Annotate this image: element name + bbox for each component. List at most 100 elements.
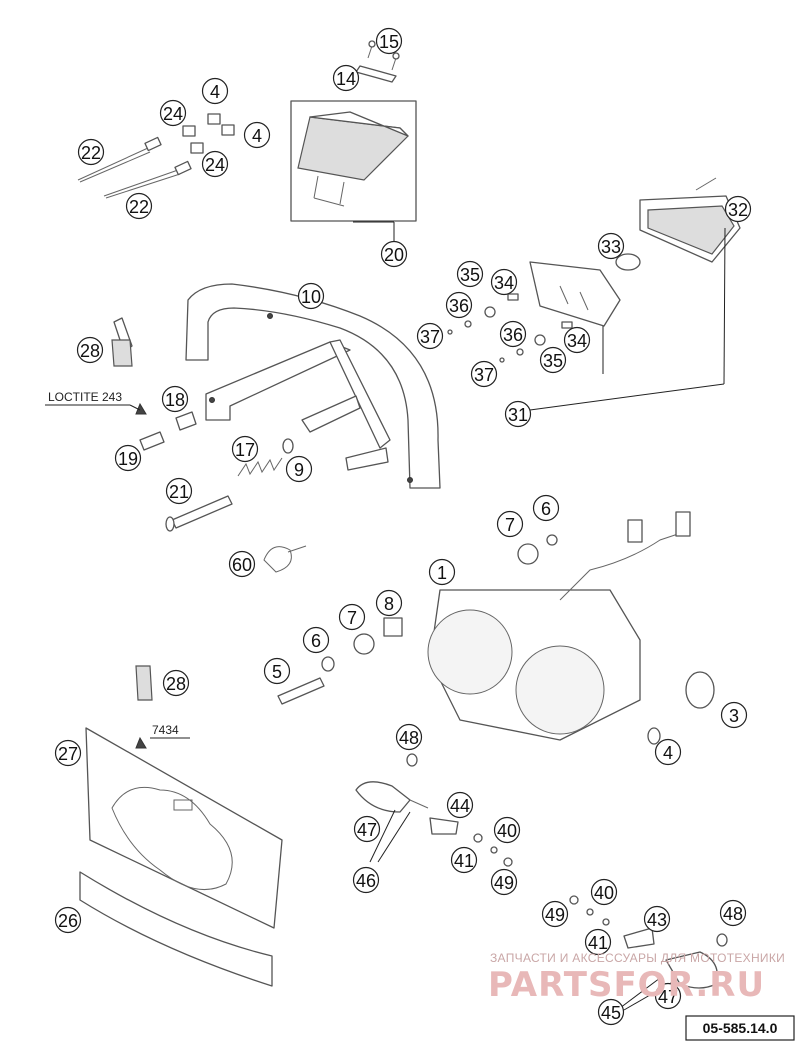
callout-3: 3 xyxy=(720,701,748,729)
callout-circle xyxy=(380,240,408,268)
callout-number: 34 xyxy=(567,331,587,351)
callout-circle xyxy=(54,906,82,934)
callout-number: 28 xyxy=(166,674,186,694)
callout-number: 8 xyxy=(384,594,394,614)
part-9-washer xyxy=(282,438,294,454)
callout-circle xyxy=(496,510,524,538)
callout-circle xyxy=(416,322,444,350)
callout-60: 60 xyxy=(228,550,256,578)
callout-circle xyxy=(76,336,104,364)
callout-number: 5 xyxy=(272,662,282,682)
callout-circle xyxy=(302,626,330,654)
callout-circle xyxy=(597,232,625,260)
callout-45: 45 xyxy=(597,998,625,1026)
callout-number: 7 xyxy=(505,515,515,535)
callout-number: 26 xyxy=(58,911,78,931)
callout-15: 15 xyxy=(375,27,403,55)
callout-28: 28 xyxy=(76,336,104,364)
callout-circle xyxy=(446,791,474,819)
callout-44: 44 xyxy=(446,791,474,819)
callout-47: 47 xyxy=(353,815,381,843)
callout-circle xyxy=(584,928,612,956)
part-7-grommet-b xyxy=(353,633,375,655)
callout-36: 36 xyxy=(445,291,473,319)
callout-number: 48 xyxy=(723,904,743,924)
callout-number: 4 xyxy=(210,82,220,102)
callout-20: 20 xyxy=(380,240,408,268)
callout-number: 36 xyxy=(449,296,469,316)
callout-32: 32 xyxy=(724,195,752,223)
callout-circle xyxy=(719,899,747,927)
callout-17: 17 xyxy=(231,435,259,463)
callout-number: 49 xyxy=(494,873,514,893)
callout-circle xyxy=(499,320,527,348)
callout-number: 35 xyxy=(543,351,563,371)
callout-47: 47 xyxy=(654,982,682,1010)
callout-circle xyxy=(445,291,473,319)
callout-22: 22 xyxy=(77,138,105,166)
part-4-bulb xyxy=(647,727,661,745)
part-48-bulb-a xyxy=(406,753,418,767)
callout-circle xyxy=(243,121,271,149)
code-7434-label: 7434 xyxy=(152,723,179,737)
callout-circle xyxy=(125,192,153,220)
callout-number: 36 xyxy=(503,325,523,345)
part-17-spring xyxy=(237,457,283,477)
callout-19: 19 xyxy=(114,444,142,472)
callout-circle xyxy=(165,477,193,505)
callout-circle xyxy=(297,282,325,310)
part-47-indicator-a xyxy=(355,781,429,813)
callout-circle xyxy=(201,77,229,105)
part-6-washer-a xyxy=(546,534,558,546)
callout-8: 8 xyxy=(375,589,403,617)
callout-circle xyxy=(428,558,456,586)
callout-27: 27 xyxy=(54,739,82,767)
callout-circle xyxy=(490,868,518,896)
callout-circle xyxy=(450,846,478,874)
callout-number: 22 xyxy=(129,197,149,217)
callout-number: 3 xyxy=(729,706,739,726)
part-33-bulb xyxy=(615,253,641,271)
callout-circle xyxy=(654,738,682,766)
callout-7: 7 xyxy=(338,603,366,631)
callout-number: 45 xyxy=(601,1003,621,1023)
part-60-cable-tie xyxy=(263,545,307,573)
callout-circle xyxy=(493,816,521,844)
callout-6: 6 xyxy=(302,626,330,654)
part-43-bracket-b xyxy=(623,927,655,949)
callout-43: 43 xyxy=(643,905,671,933)
watermark-logo: PARTSFOR.RU xyxy=(488,965,765,1005)
part-5-bolt xyxy=(277,677,325,705)
part-22-24-wiring-sockets xyxy=(77,113,235,199)
part-7-grommet-a xyxy=(517,543,539,565)
callout-number: 41 xyxy=(588,933,608,953)
callout-49: 49 xyxy=(541,900,569,928)
callout-21: 21 xyxy=(165,477,193,505)
callout-4: 4 xyxy=(201,77,229,105)
callout-number: 17 xyxy=(235,440,255,460)
callout-41: 41 xyxy=(584,928,612,956)
part-19-screw xyxy=(139,431,165,451)
callout-14: 14 xyxy=(332,64,360,92)
callout-number: 40 xyxy=(594,883,614,903)
callout-number: 9 xyxy=(294,460,304,480)
callout-22: 22 xyxy=(125,192,153,220)
callout-circle xyxy=(541,900,569,928)
callout-circle xyxy=(353,815,381,843)
callout-34: 34 xyxy=(490,268,518,296)
callout-35: 35 xyxy=(456,260,484,288)
callout-9: 9 xyxy=(285,455,313,483)
callout-number: 18 xyxy=(165,390,185,410)
callout-number: 6 xyxy=(311,631,321,651)
callout-number: 37 xyxy=(474,365,494,385)
callout-circle xyxy=(201,150,229,178)
part-26-pad xyxy=(79,871,273,987)
part-44-bracket-a xyxy=(429,817,459,835)
callout-24: 24 xyxy=(159,99,187,127)
callout-number: 37 xyxy=(420,327,440,347)
part-14-plate xyxy=(355,65,397,83)
callout-48: 48 xyxy=(395,723,423,751)
callout-31: 31 xyxy=(504,400,532,428)
